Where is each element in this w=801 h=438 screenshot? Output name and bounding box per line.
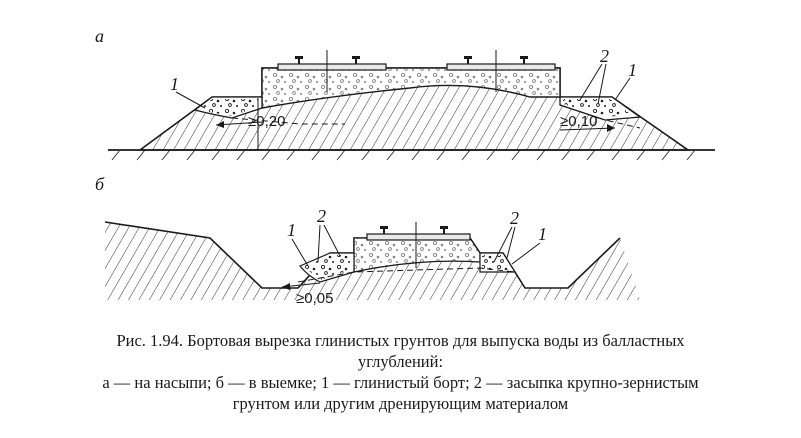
ballast-fill (262, 68, 560, 108)
slope-label-left: ≥0,20 (248, 113, 285, 130)
left-outlet-line (231, 117, 345, 125)
left-drain-fill-b (303, 255, 352, 280)
leader-2-left-b1 (317, 224, 321, 263)
leader-2-left-b2 (323, 224, 341, 257)
right-outlet-line (559, 104, 641, 129)
caption-legend-line1: а — на насыпи; б — в выемке; 1 — глинист… (102, 373, 699, 392)
leader-2-right-b1 (493, 226, 513, 263)
callout-2-a: 2 (600, 46, 609, 66)
ballast-fill-b (354, 238, 480, 272)
figure-caption: Рис. 1.94. Бортовая вырезка глинистых гр… (0, 330, 801, 414)
leader-2a (579, 63, 603, 101)
slope-label-right: ≥0,10 (560, 113, 597, 130)
diagram-b-label: б (95, 174, 105, 194)
technical-drawing: а (95, 26, 715, 307)
arrow-head-b (282, 283, 290, 290)
caption-title-line1: Рис. 1.94. Бортовая вырезка глинистых гр… (116, 331, 685, 350)
leader-2-right-b2 (506, 226, 516, 259)
caption-title-line2: углублений: (357, 352, 444, 371)
callout-2-right-b: 2 (510, 208, 519, 228)
rails-a (295, 56, 528, 64)
leader-2b (597, 63, 607, 105)
right-drain-fill-b (482, 255, 512, 270)
diagram-b: б ≥0,05 (95, 174, 640, 307)
ground-hatch (111, 149, 696, 161)
arrow-head-right (607, 124, 615, 132)
callout-1-right-a: 1 (628, 60, 637, 80)
diagram-a-label: а (95, 26, 104, 46)
outlet-line-b (297, 267, 516, 283)
diagram-a: а (95, 26, 715, 161)
callout-1-left-a: 1 (170, 74, 179, 94)
leader-1-left-a (175, 91, 206, 109)
leader-1-right-b (511, 242, 541, 265)
callout-1-right-b: 1 (538, 224, 547, 244)
callout-2-left-b: 2 (317, 206, 326, 226)
slope-arrow-right (559, 127, 616, 131)
right-drain-fill (563, 99, 632, 117)
left-drain-fill (198, 99, 258, 116)
sleeper-left (277, 63, 387, 71)
callout-1-left-b: 1 (287, 220, 296, 240)
caption-legend-line2: грунтом или другим дренирующим материало… (232, 394, 569, 413)
leader-1-left-b (291, 238, 309, 267)
sleeper-b (366, 233, 471, 241)
arrow-head-left (216, 121, 224, 128)
leader-1-right-a (614, 77, 631, 101)
rails-b (380, 226, 448, 234)
slope-label-b: ≥0,05 (296, 290, 333, 307)
sleeper-right (446, 63, 556, 71)
